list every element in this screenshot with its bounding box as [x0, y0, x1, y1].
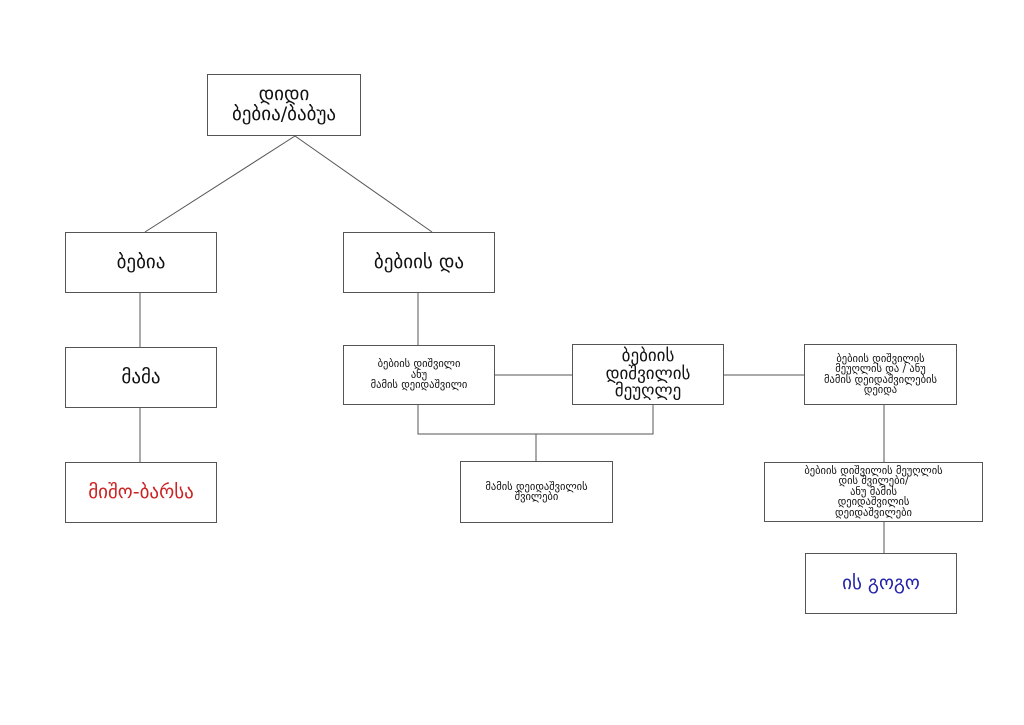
- node-cousin-children-line: შვილები: [514, 491, 559, 503]
- node-grandma-sister[interactable]: ბებიის და: [343, 232, 495, 293]
- node-spouse-sister-line: დეიდა: [863, 384, 898, 396]
- node-spouse-sister-children-line: ანუ მამის: [850, 485, 897, 498]
- node-root-line: ბებია/ბაბუა: [231, 103, 337, 125]
- node-cousin[interactable]: ბებიის დიშვილი ანუ მამის დეიდაშვილი: [343, 345, 495, 405]
- node-spouse-sister-line: ბებიის დიშვილის: [836, 352, 925, 365]
- node-grandma-sister-label: ბებიის და: [373, 250, 465, 273]
- node-father[interactable]: მამა: [65, 347, 217, 408]
- edge-root-grandma: [144, 135, 296, 233]
- node-spouse-sister-children-line: დის შვილები/: [838, 475, 909, 488]
- node-gogo-label: ის გოგო: [842, 571, 920, 594]
- node-grandma-label: ბებია: [116, 250, 166, 273]
- node-cousin-line: მამის დეიდაშვილი: [370, 379, 468, 392]
- node-gogo[interactable]: ის გოგო: [805, 553, 957, 614]
- node-miho-label: მიშო-ბარსა: [88, 480, 194, 503]
- node-spouse-sister-line: მამის დეიდაშვილების: [824, 373, 937, 386]
- node-father-label: მამა: [121, 365, 161, 388]
- node-spouse-sister-children-line: ბებიის დიშვილის მეუღლის: [804, 464, 943, 477]
- node-cousin-line: ანუ: [410, 368, 428, 381]
- node-cousin-children[interactable]: მამის დეიდაშვილის შვილები: [460, 461, 613, 523]
- edge-couple-children: [417, 405, 654, 435]
- node-cousin-spouse-line: დიშვილის: [605, 363, 691, 384]
- node-cousin-line: ბებიის დიშვილი: [377, 358, 461, 371]
- node-cousin-spouse-line: მეუღლე: [614, 381, 682, 402]
- node-grandma[interactable]: ბებია: [65, 232, 217, 293]
- node-cousin-spouse-line: ბებიის: [621, 345, 675, 366]
- node-miho[interactable]: მიშო-ბარსა: [65, 462, 217, 523]
- node-root-line: დიდი: [258, 83, 310, 106]
- node-spouse-sister-children[interactable]: ბებიის დიშვილის მეუღლის დის შვილები/ ანუ…: [764, 462, 983, 522]
- node-root[interactable]: დიდი ბებია/ბაბუა: [207, 74, 361, 136]
- node-spouse-sister-line: მეუღლის და / ანუ: [835, 363, 926, 375]
- node-spouse-sister-children-line: დეიდაშვილები: [835, 506, 912, 519]
- node-spouse-sister-children-line: დეიდაშვილის: [837, 496, 910, 509]
- node-spouse-sister[interactable]: ბებიის დიშვილის მეუღლის და / ანუ მამის დ…: [804, 344, 957, 405]
- edge-root-sister: [294, 135, 433, 233]
- node-cousin-spouse[interactable]: ბებიის დიშვილის მეუღლე: [572, 344, 724, 405]
- node-cousin-children-line: მამის დეიდაშვილის: [485, 480, 588, 493]
